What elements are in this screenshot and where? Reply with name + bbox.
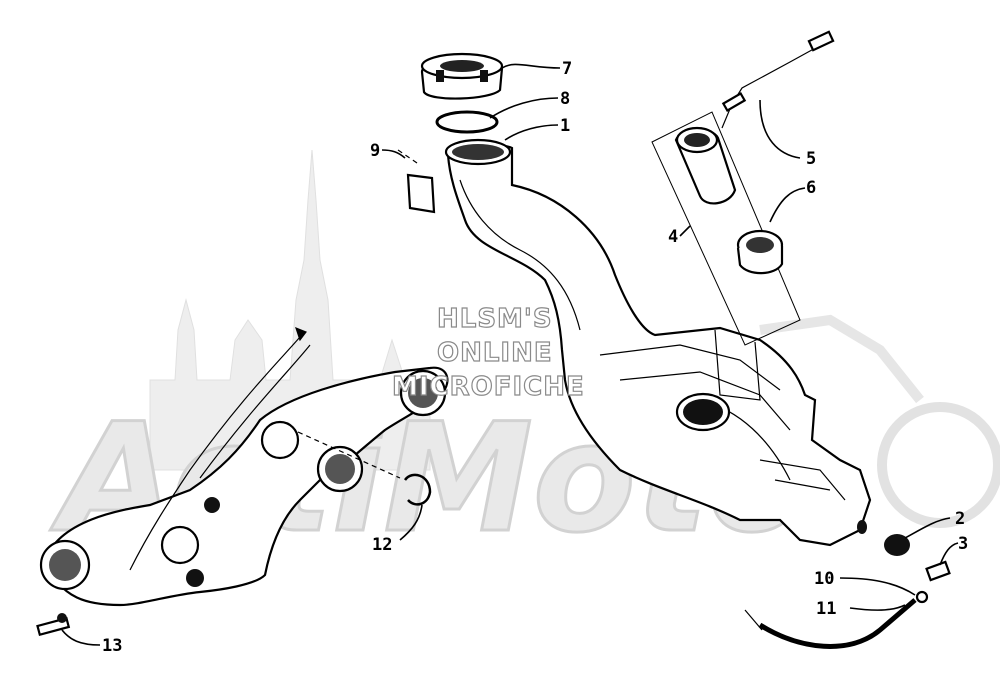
retaining-clip [403,473,432,506]
callout-2: 2 [955,509,965,529]
callout-5: 5 [806,149,816,169]
callout-3: 3 [958,534,968,554]
fuel-tank [444,138,872,547]
watermark-line-3: MICROFICHE [392,372,585,402]
watermark-line-1: HLSM'S [437,304,553,334]
fuel-gauge-group [651,30,835,346]
callout-9: 9 [370,141,380,161]
callout-10: 10 [814,569,834,589]
callout-6: 6 [806,178,816,198]
watermark-text: HLSM'S ONLINE MICROFICHE [391,303,585,402]
pivot-pin [36,613,71,637]
callout-4: 4 [668,227,678,247]
callout-1: 1 [560,116,570,136]
leader-lines [61,63,959,646]
callout-12: 12 [372,535,392,555]
callout-11: 11 [816,599,836,619]
callout-13: 13 [102,636,122,656]
fuel-cap [420,52,504,100]
watermark-line-2: ONLINE [437,338,553,368]
warning-label [397,149,436,214]
callout-8: 8 [560,89,570,109]
callout-7: 7 [562,59,572,79]
callout-numbers: 7 8 1 9 5 6 4 2 3 10 11 12 13 [102,59,968,656]
side-bracket [39,326,449,607]
cap-gasket [435,110,499,134]
tank-fittings [744,534,951,649]
